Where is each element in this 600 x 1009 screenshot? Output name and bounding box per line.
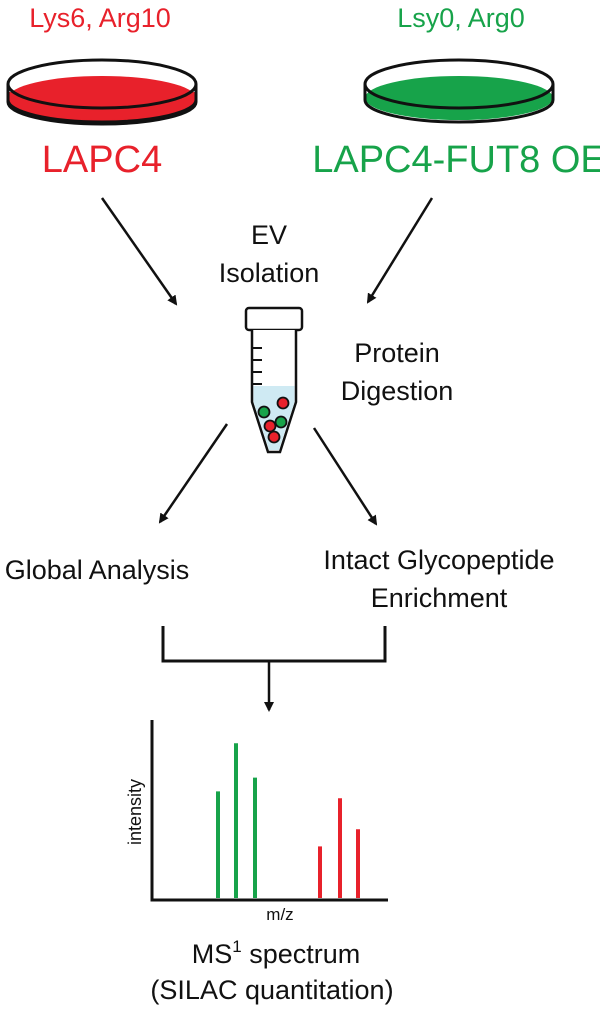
spectrum-xlabel: m/z <box>266 905 293 924</box>
left-culture-dish <box>6 58 198 126</box>
bead-red-3 <box>267 430 281 444</box>
arrow-to-global <box>158 423 229 524</box>
bead-red-2 <box>263 419 277 433</box>
spectrum-title: MS1 spectrum <box>192 937 361 969</box>
right-medium-label: Lsy0, Arg0 <box>397 3 525 33</box>
bead-green-1 <box>257 405 271 419</box>
arrow-to-intact <box>312 427 378 526</box>
left-medium-label: Lys6, Arg10 <box>29 3 171 33</box>
arrow-right-dish <box>366 197 434 304</box>
centrifuge-tube <box>244 306 304 454</box>
ev-label: EV <box>251 220 287 250</box>
right-cell-label: LAPC4-FUT8 OE <box>312 139 600 181</box>
bead-red-1 <box>276 396 290 410</box>
merge-bracket <box>161 626 387 663</box>
global-analysis-label: Global Analysis <box>5 555 190 585</box>
left-cell-label: LAPC4 <box>42 139 162 181</box>
spectrum-axes <box>150 720 388 902</box>
protein-label: Protein <box>354 338 440 368</box>
right-culture-dish <box>363 58 555 124</box>
intact-glyco-label: Intact Glycopeptide <box>323 545 554 575</box>
ms1-spectrum <box>150 720 388 902</box>
spectrum-subtitle: (SILAC quantitation) <box>150 975 393 1005</box>
arrow-left-dish <box>100 197 178 306</box>
enrichment-label: Enrichment <box>371 583 508 613</box>
bead-green-2 <box>274 415 288 429</box>
digestion-label: Digestion <box>341 376 454 406</box>
isolation-label: Isolation <box>219 258 320 288</box>
spectrum-ylabel: intensity <box>125 779 145 845</box>
